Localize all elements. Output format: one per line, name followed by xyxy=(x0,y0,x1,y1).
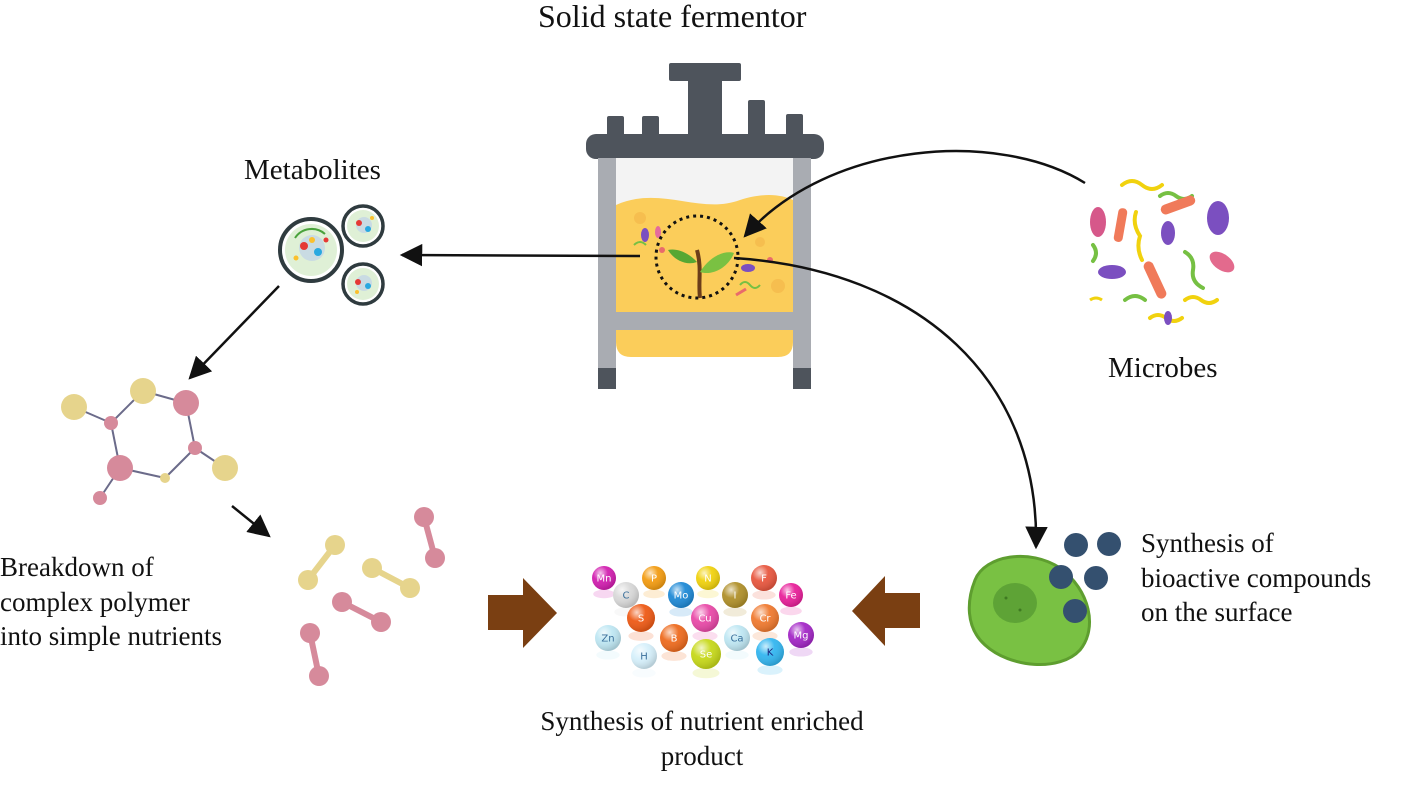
element-ball-k: K xyxy=(756,638,784,675)
element-symbol: Zn xyxy=(601,634,614,645)
element-symbol: Mn xyxy=(597,574,612,585)
element-symbol: C xyxy=(623,591,630,602)
fermentor-icon xyxy=(586,63,824,389)
arrow-polymer-to-nutrients xyxy=(231,505,271,538)
element-ball-fe: Fe xyxy=(779,583,803,616)
element-ball-mo: Mo xyxy=(668,582,694,617)
element-symbol: K xyxy=(767,648,774,659)
zoom-circle xyxy=(654,214,740,300)
element-symbol: F xyxy=(761,574,767,585)
element-symbol: Cr xyxy=(759,614,771,625)
element-symbol: P xyxy=(651,574,657,585)
arrow-fermentor-to-bioactive xyxy=(733,256,1048,550)
breakdown-line-2: complex polymer xyxy=(0,586,190,617)
sprout-icon xyxy=(668,249,734,299)
simple-nutrients-icon xyxy=(298,507,445,686)
element-symbol: Ca xyxy=(730,634,743,645)
fermentor-microbes-icon xyxy=(633,226,773,297)
element-symbol: Fe xyxy=(785,591,796,602)
metabolites-label: Metabolites xyxy=(244,154,381,186)
element-symbol: I xyxy=(734,591,737,602)
element-symbol: B xyxy=(671,634,678,645)
microbes-icon xyxy=(1089,179,1235,325)
breakdown-label: Breakdown of complex polymer into simple… xyxy=(0,550,222,654)
bioactive-compounds-icon xyxy=(1049,532,1121,623)
polymer-icon xyxy=(61,378,238,505)
element-ball-p: P xyxy=(642,566,666,599)
arrow-fermentor-to-metabolites xyxy=(399,243,641,267)
bioactive-line-2: bioactive compounds xyxy=(1141,562,1372,593)
element-ball-i: I xyxy=(722,582,748,617)
element-ball-cr: Cr xyxy=(751,604,779,641)
element-ball-ca: Ca xyxy=(724,625,750,660)
element-symbol: N xyxy=(704,574,711,585)
microbes-label: Microbes xyxy=(1108,352,1218,384)
product-label: Synthesis of nutrient enriched product xyxy=(480,704,924,773)
element-ball-cu: Cu xyxy=(691,604,719,641)
block-arrow-nutrients-to-product xyxy=(488,578,557,648)
arrow-microbes-to-fermentor xyxy=(743,149,1086,238)
element-symbol: Cu xyxy=(698,614,711,625)
element-symbol: H xyxy=(640,652,648,663)
element-symbol: S xyxy=(638,614,644,625)
metabolites-icon xyxy=(278,204,385,306)
bioactive-label: Synthesis of bioactive compounds on the … xyxy=(1141,526,1371,630)
bioactive-line-1: Synthesis of xyxy=(1141,528,1274,558)
product-line-2: product xyxy=(660,740,744,771)
element-symbol: Se xyxy=(700,650,713,661)
element-ball-b: B xyxy=(660,624,688,661)
element-symbol: Mg xyxy=(794,631,809,642)
fermentor-title: Solid state fermentor xyxy=(538,0,807,34)
element-ball-n: N xyxy=(696,566,720,599)
element-ball-se: Se xyxy=(691,639,721,679)
breakdown-line-3: into simple nutrients xyxy=(0,621,222,652)
arrow-metabolites-to-polymer xyxy=(188,285,280,380)
element-symbol: Mo xyxy=(674,591,689,602)
product-line-1: Synthesis of nutrient enriched xyxy=(540,706,864,736)
element-ball-f: F xyxy=(751,565,777,600)
element-ball-mn: Mn xyxy=(592,566,616,599)
element-ball-zn: Zn xyxy=(595,625,621,660)
bioactive-line-3: on the surface xyxy=(1141,597,1293,628)
block-arrow-bioactive-to-product xyxy=(852,576,920,646)
element-ball-s: S xyxy=(627,604,655,641)
breakdown-line-1: Breakdown of xyxy=(0,552,154,582)
element-ball-mg: Mg xyxy=(788,622,814,657)
element-ball-h: H xyxy=(631,643,657,678)
